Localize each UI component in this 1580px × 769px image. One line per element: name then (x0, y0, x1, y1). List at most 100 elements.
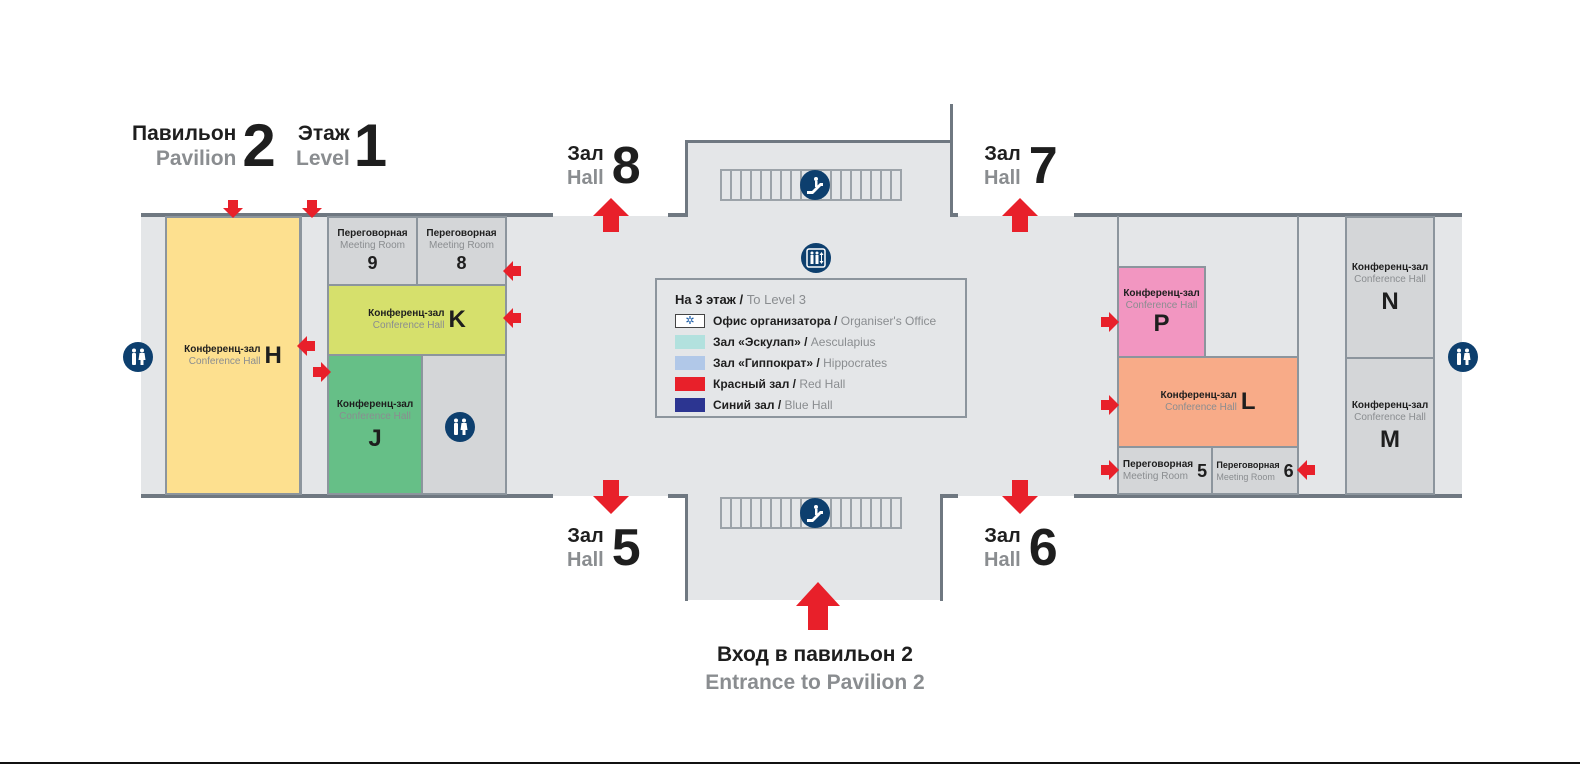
elevator-icon[interactable] (801, 243, 831, 273)
room-number: 9 (367, 253, 378, 273)
wall (1297, 216, 1299, 495)
room-label-en: Conference Hall (372, 320, 445, 331)
escalator-icon[interactable] (800, 170, 830, 200)
conference-hall-n[interactable]: Конференц-зал Conference Hall N (1345, 216, 1435, 359)
entrance-label-en: Entrance to Pavilion 2 (705, 671, 925, 694)
legend-item: Зал «Гиппократ» / Hippocrates (675, 356, 887, 370)
room-label-ru: Переговорная (426, 228, 497, 239)
room-label-en: Meeting Room (339, 240, 406, 251)
room-label-ru: Конференц-зал (1123, 288, 1200, 299)
room-letter: P (1153, 310, 1170, 337)
escalator-icon[interactable] (800, 498, 830, 528)
conference-hall-h[interactable]: Конференц-зал Conference Hall H (165, 216, 301, 495)
arrow-icon (1297, 460, 1315, 480)
conference-hall-m[interactable]: Конференц-зал Conference Hall M (1345, 357, 1435, 495)
hall-number: 7 (1028, 137, 1058, 195)
legend-title-en: To Level 3 (746, 292, 807, 307)
room-label-ru: Конференц-зал (184, 343, 261, 355)
room-number: 6 (1283, 460, 1294, 481)
room-label-ru: Конференц-зал (1160, 390, 1237, 401)
meeting-room-8[interactable]: Переговорная Meeting Room 8 (416, 216, 507, 286)
pavilion-label-en: Pavilion (155, 147, 237, 170)
legend-label-ru: Синий зал / (713, 398, 782, 412)
wall (668, 494, 688, 498)
wall (1074, 213, 1462, 217)
entrance-label[interactable]: Вход в павильон 2 Entrance to Pavilion 2 (650, 641, 980, 697)
arrow-icon (503, 308, 521, 328)
hall-number: 8 (611, 137, 641, 195)
wall (141, 213, 553, 217)
level-heading: Этаж Level 1 (296, 112, 388, 179)
wall (1074, 494, 1462, 498)
room-label-en: Conference Hall (1354, 273, 1426, 285)
level-label-en: Level (296, 147, 350, 170)
hall-label-ru: Зал (567, 143, 604, 165)
wall (685, 140, 953, 143)
room-number: 8 (456, 253, 467, 273)
room-number: 5 (1197, 460, 1208, 481)
level-number: 1 (353, 112, 388, 179)
hall-number: 5 (611, 519, 641, 577)
wall (300, 216, 302, 495)
wall (940, 494, 943, 601)
arrow-icon (593, 480, 629, 514)
entrance-arrow-icon (796, 582, 840, 630)
arrow-icon (313, 362, 331, 382)
level-label-ru: Этаж (297, 122, 350, 145)
room-letter: H (264, 341, 282, 369)
room-letter: J (368, 424, 382, 452)
room-label-en: Conference Hall (1354, 412, 1426, 423)
restroom-block (421, 354, 507, 495)
arrow-icon (503, 261, 521, 281)
room-label-en: Conference Hall (339, 410, 411, 422)
room-label-ru: Конференц-зал (1351, 261, 1429, 273)
room-label-en: Conference Hall (188, 355, 261, 367)
hall-label-en: Hall (984, 167, 1021, 189)
restroom-icon[interactable] (445, 412, 475, 442)
room-label-ru: Конференц-зал (368, 308, 445, 319)
wall (950, 104, 953, 217)
restroom-icon[interactable] (1448, 342, 1478, 372)
arrow-icon (593, 198, 629, 232)
legend-label-ru: Офис организатора / (713, 314, 838, 328)
arrow-icon (1002, 480, 1038, 514)
restroom-icon[interactable] (123, 342, 153, 372)
arrow-icon (302, 200, 322, 218)
star-icon: ✲ (675, 314, 705, 328)
wall (950, 213, 958, 217)
conference-hall-j[interactable]: Конференц-зал Conference Hall J (327, 354, 423, 495)
bottom-rule (0, 762, 1580, 764)
conference-hall-k[interactable]: Конференц-зал Conference Hall K (327, 284, 507, 356)
legend-title-ru: На 3 этаж / (675, 292, 744, 307)
room-label-en: Meeting Room (428, 240, 495, 251)
legend-swatch (675, 377, 705, 391)
room-letter: L (1240, 388, 1256, 415)
meeting-room-5[interactable]: Переговорная Meeting Room 5 (1117, 446, 1213, 495)
hall-label-ru: Зал (984, 525, 1021, 547)
legend-item: ✲ Офис организатора / Organiser's Office (675, 314, 936, 328)
hall-label-ru: Зал (984, 143, 1021, 165)
room-label-ru: Переговорная (337, 228, 408, 239)
room-label-ru: Переговорная (1122, 458, 1194, 470)
room-label-en: Meeting Room (1216, 471, 1275, 482)
pavilion-heading: Павильон Pavilion 2 (132, 112, 276, 179)
arrow-icon (1101, 395, 1119, 415)
wall (141, 494, 553, 498)
arrow-icon (1101, 312, 1119, 332)
legend-swatch (675, 335, 705, 349)
pavilion-number: 2 (242, 112, 276, 179)
room-letter: N (1381, 287, 1399, 315)
legend-swatch (675, 398, 705, 412)
legend-item: Синий зал / Blue Hall (675, 398, 833, 412)
hall-label-ru: Зал (567, 525, 604, 547)
legend-label-en: Organiser's Office (840, 314, 937, 328)
legend-label-en: Blue Hall (784, 398, 833, 412)
legend-item: Красный зал / Red Hall (675, 377, 845, 391)
legend-title: На 3 этаж / To Level 3 (675, 292, 806, 307)
room-label-en: Conference Hall (1125, 300, 1198, 311)
conference-hall-p[interactable]: Конференц-зал Conference Hall P (1117, 266, 1206, 358)
